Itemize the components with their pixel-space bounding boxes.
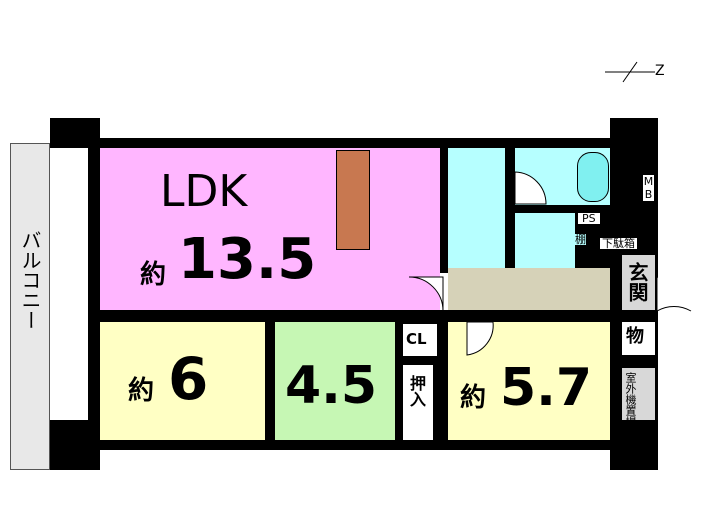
outdoor-unit-space <box>622 368 655 420</box>
shelf-label: 棚 <box>575 233 586 246</box>
room-washroom <box>448 148 505 268</box>
kitchen-counter <box>336 150 370 250</box>
storage <box>622 322 655 355</box>
ldk-size: 13.5 <box>178 227 317 292</box>
western1-size: 6 <box>168 345 209 413</box>
entrance-label: 玄関 <box>625 262 649 302</box>
wall-partition <box>265 322 275 440</box>
shoebox-label: 下駄箱 <box>600 237 637 250</box>
wall-mid <box>100 310 610 322</box>
western1-prefix: 約 <box>128 376 155 406</box>
room-ldk <box>100 148 440 310</box>
north-arrow-icon <box>605 60 655 88</box>
oshiire-label: 押入 <box>407 375 426 407</box>
pillar <box>50 118 100 148</box>
pillar <box>610 118 658 148</box>
wall-top <box>50 138 658 148</box>
room-toilet <box>515 213 575 268</box>
entrance <box>622 255 655 310</box>
door-swing-icon <box>466 321 494 356</box>
closet <box>403 324 437 356</box>
wall-bottom <box>50 440 658 450</box>
western2-size: 5.7 <box>500 358 593 418</box>
balcony-label: バルコニー <box>18 230 42 330</box>
mb-label: MB <box>642 175 655 201</box>
room-japanese-4-5 <box>275 322 395 440</box>
storage-label: 物 <box>626 326 644 347</box>
balcony <box>10 143 50 470</box>
door-swing-icon <box>656 277 692 312</box>
outdoor-unit-label: 室外機置場 <box>624 372 637 427</box>
ps-label: PS <box>578 213 600 224</box>
ldk-name: LDK <box>160 166 248 217</box>
ldk-prefix: 約 <box>140 260 167 290</box>
oshiire <box>403 365 433 440</box>
room-western-6 <box>100 322 265 440</box>
western2-prefix: 約 <box>460 383 487 413</box>
door-swing-icon <box>408 276 444 312</box>
japanese-size: 4.5 <box>285 356 378 416</box>
bathtub-icon <box>577 152 609 202</box>
wall-left <box>88 148 100 440</box>
north-label: Z <box>655 63 665 79</box>
hallway <box>448 268 610 310</box>
closet-label: CL <box>406 330 427 348</box>
door-swing-icon <box>514 171 547 205</box>
